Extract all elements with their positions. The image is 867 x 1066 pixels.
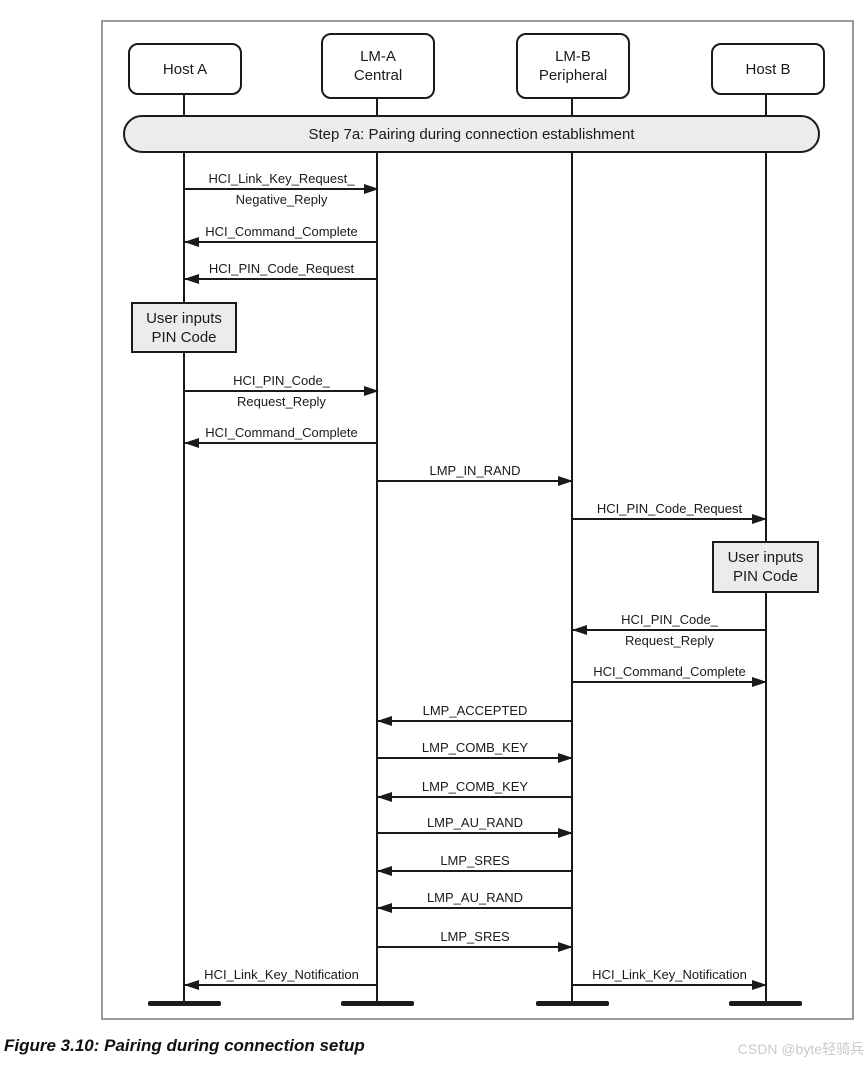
arrow-right-icon	[378, 828, 573, 838]
stop-bar-host-b	[729, 1001, 802, 1006]
message-lmp-sres-2: LMP_SRES	[378, 929, 573, 952]
actor-role: Central	[353, 67, 403, 84]
note-user-inputs-pin-host-a: User inputs PIN Code	[131, 302, 237, 353]
arrow-right-icon	[378, 476, 573, 486]
actor-name: LM-B	[555, 48, 591, 65]
arrow-right-icon	[573, 980, 767, 990]
actor-box-lm-a: LM-A Central	[321, 33, 435, 99]
actor-name: LM-A	[360, 48, 396, 65]
message-label: LMP_AU_RAND	[426, 815, 524, 830]
arrow-left-icon	[377, 866, 572, 876]
message-label: HCI_Link_Key_Notification	[592, 967, 747, 982]
message-lmp-sres-1: LMP_SRES	[377, 853, 572, 876]
message-lmp-comb-key-1: LMP_COMB_KEY	[378, 740, 573, 763]
arrow-right-icon	[378, 753, 573, 763]
message-label-line2: Request_Reply	[237, 394, 326, 409]
message-lmp-in-rand: LMP_IN_RAND	[378, 463, 573, 486]
message-hci-command-complete-1: HCI_Command_Complete	[184, 224, 378, 247]
arrow-right-icon	[185, 386, 379, 396]
step-banner: Step 7a: Pairing during connection estab…	[123, 115, 820, 153]
note-user-inputs-pin-host-b: User inputs PIN Code	[712, 541, 819, 593]
note-line: User inputs	[146, 309, 222, 327]
step-banner-label: Step 7a: Pairing during connection estab…	[308, 125, 635, 143]
message-label: HCI_PIN_Code_	[621, 612, 718, 627]
message-hci-pin-code-request-reply-b: HCI_PIN_Code_ Request_Reply	[572, 612, 766, 648]
arrow-left-icon	[377, 903, 572, 913]
message-hci-pin-code-request-b: HCI_PIN_Code_Request	[573, 501, 767, 524]
message-label: LMP_AU_RAND	[426, 890, 524, 905]
actor-box-host-b: Host B	[711, 43, 825, 95]
message-label-line2: Negative_Reply	[235, 192, 328, 207]
arrow-left-icon	[184, 980, 378, 990]
message-label: HCI_Command_Complete	[593, 664, 746, 679]
message-label: HCI_Command_Complete	[205, 224, 358, 239]
message-lmp-accepted: LMP_ACCEPTED	[377, 703, 572, 726]
message-hci-link-key-notification-a: HCI_Link_Key_Notification	[184, 967, 378, 990]
arrow-left-icon	[572, 625, 766, 635]
arrow-left-icon	[184, 438, 378, 448]
arrow-right-icon	[185, 184, 379, 194]
message-hci-command-complete-2: HCI_Command_Complete	[184, 425, 378, 448]
arrow-left-icon	[184, 274, 378, 284]
message-label: LMP_SRES	[440, 853, 510, 868]
message-label: LMP_ACCEPTED	[422, 703, 528, 718]
arrow-left-icon	[184, 237, 378, 247]
actor-name: Host B	[745, 60, 791, 78]
message-label: HCI_Command_Complete	[205, 425, 358, 440]
message-hci-command-complete-3: HCI_Command_Complete	[573, 664, 767, 687]
lifeline-lm-b	[571, 95, 573, 1003]
message-label: HCI_PIN_Code_Request	[596, 501, 743, 516]
message-hci-link-key-notification-b: HCI_Link_Key_Notification	[573, 967, 767, 990]
arrow-left-icon	[377, 792, 572, 802]
arrow-left-icon	[377, 716, 572, 726]
lifeline-host-a	[183, 91, 185, 1003]
stop-bar-lm-a	[341, 1001, 414, 1006]
message-label: LMP_SRES	[440, 929, 510, 944]
watermark-text: CSDN @byte轻骑兵	[737, 1041, 864, 1057]
arrow-right-icon	[378, 942, 573, 952]
arrow-right-icon	[573, 677, 767, 687]
actor-box-lm-b: LM-B Peripheral	[516, 33, 630, 99]
message-label: HCI_PIN_Code_Request	[208, 261, 355, 276]
message-label: HCI_Link_Key_Request_	[208, 171, 355, 186]
figure-caption: Figure 3.10: Pairing during connection s…	[4, 1036, 365, 1055]
actor-role: Peripheral	[538, 67, 608, 84]
note-line: User inputs	[727, 549, 804, 566]
message-label: HCI_Link_Key_Notification	[204, 967, 359, 982]
message-hci-pin-code-request-reply-a: HCI_PIN_Code_ Request_Reply	[185, 373, 379, 409]
message-label: HCI_PIN_Code_	[233, 373, 330, 388]
note-line: PIN Code	[151, 328, 217, 346]
message-label-line2: Request_Reply	[625, 633, 714, 648]
message-label: LMP_IN_RAND	[429, 463, 521, 478]
message-hci-pin-code-request-a: HCI_PIN_Code_Request	[184, 261, 378, 284]
message-lmp-comb-key-2: LMP_COMB_KEY	[377, 779, 572, 802]
arrow-right-icon	[573, 514, 767, 524]
message-hci-link-key-request-negative-reply: HCI_Link_Key_Request_ Negative_Reply	[185, 171, 379, 207]
actor-box-host-a: Host A	[128, 43, 242, 95]
message-label: LMP_COMB_KEY	[421, 779, 529, 794]
message-label: LMP_COMB_KEY	[421, 740, 529, 755]
lifeline-lm-a	[376, 95, 378, 1003]
diagram-frame	[101, 20, 854, 1020]
note-line: PIN Code	[732, 568, 799, 585]
message-lmp-au-rand-1: LMP_AU_RAND	[378, 815, 573, 838]
stop-bar-lm-b	[536, 1001, 609, 1006]
message-lmp-au-rand-2: LMP_AU_RAND	[377, 890, 572, 913]
stop-bar-host-a	[148, 1001, 221, 1006]
actor-name: Host A	[162, 60, 208, 78]
